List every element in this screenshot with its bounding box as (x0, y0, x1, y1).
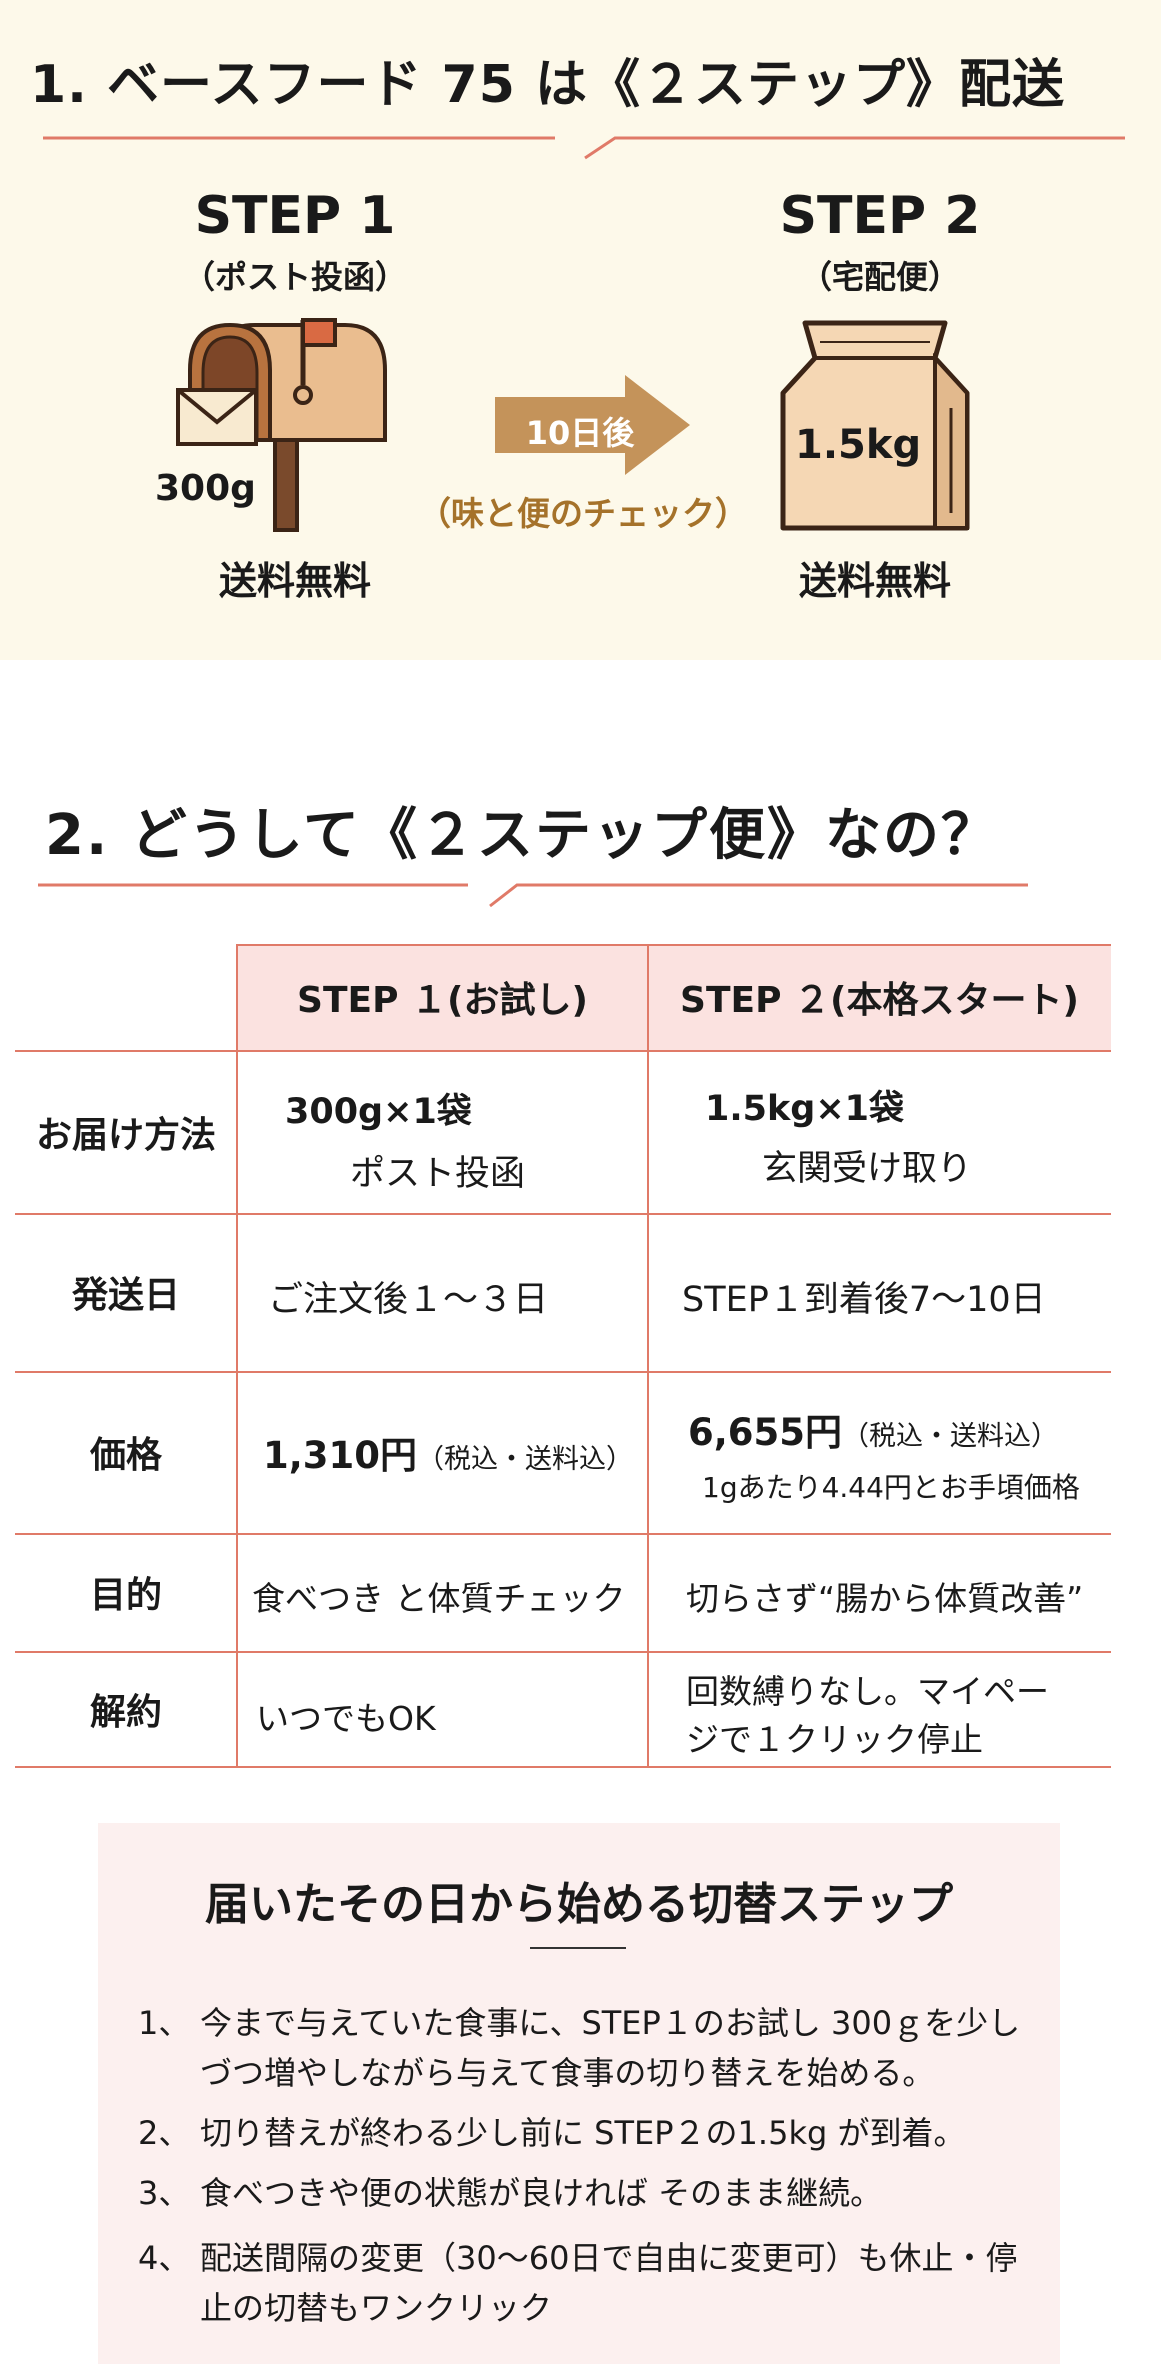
step2-title: STEP 2 (779, 186, 981, 246)
price-step2: 6,655円（税込・送料込） (688, 1402, 1058, 1456)
price-step2-per-gram: 1gあたり4.44円とお手頃価格 (702, 1471, 1080, 1504)
table-line (237, 944, 1111, 946)
delivery-step1-amount: 300g×1袋 (285, 1092, 472, 1132)
purpose-step1: 食べつき と体質チェック (252, 1579, 626, 1618)
list-item: 2、 切り替えが終わる少し前に STEP２の1.5kg が到着。 (138, 2114, 966, 2152)
row-label-purpose: 目的 (89, 1575, 162, 1616)
table-line (15, 1651, 1111, 1653)
list-item: 1、 今まで与えていた食事に、STEP１のお試し 300ｇを少しづつ増やしながら… (138, 2004, 1021, 2092)
section1-heading: 1. ベースフード 75 は《２ステップ》配送 (30, 55, 1066, 115)
step2-weight: 1.5kg (795, 422, 922, 468)
arrow-note: （味と便のチェック） (418, 494, 748, 533)
row-label-ship-date: 発送日 (71, 1275, 180, 1316)
section2-heading-underline (38, 883, 1028, 908)
heading-underline (43, 136, 1125, 160)
table-line (15, 1371, 1111, 1373)
delivery-overview-section: 1. ベースフード 75 は《２ステップ》配送 STEP 1 （ポスト投函） 3… (0, 0, 1161, 660)
price-step1-note: （税込・送料込） (417, 1444, 634, 1475)
food-bag-icon (780, 320, 970, 531)
price-step2-note: （税込・送料込） (842, 1421, 1059, 1452)
ship-date-step1: ご注文後１〜３日 (268, 1280, 549, 1320)
purpose-step2: 切らさず“腸から体質改善” (686, 1579, 1084, 1618)
mailbox-icon (176, 318, 387, 532)
table-line (15, 1050, 1111, 1052)
section2-heading: 2. どうして《２ステップ便》なの？ (45, 803, 1000, 868)
cancel-step2-line1: 回数縛りなし。マイペー (686, 1672, 1049, 1711)
arrow-label: 10日後 (525, 414, 635, 452)
step1-title: STEP 1 (194, 186, 396, 246)
step2-shipping-free: 送料無料 (798, 559, 951, 603)
table-header-step2: STEP ２(本格スタート) (648, 944, 1111, 1050)
table-line (15, 1766, 1111, 1768)
step2-subtitle: （宅配便） (799, 258, 960, 296)
row-label-price: 価格 (89, 1435, 162, 1476)
step1-weight: 300g (155, 468, 256, 509)
step1-subtitle: （ポスト投函） (182, 258, 407, 296)
box-title: 届いたその日から始める切替ステップ (205, 1879, 953, 1930)
switching-steps-box: 届いたその日から始める切替ステップ 1、 今まで与えていた食事に、STEP１のお… (98, 1823, 1060, 2364)
list-item: 3、 食べつきや便の状態が良ければ そのまま継続。 (138, 2174, 883, 2212)
cancel-step1: いつでもOK (256, 1699, 436, 1738)
step1-shipping-free: 送料無料 (218, 559, 371, 603)
cancel-step2-line2: ジで１クリック停止 (686, 1720, 983, 1759)
delivery-step2-amount: 1.5kg×1袋 (705, 1089, 905, 1129)
table-line (647, 944, 649, 1767)
table-header-step1: STEP １(お試し) (237, 944, 648, 1050)
row-label-cancel: 解約 (89, 1692, 162, 1733)
row-label-delivery: お届け方法 (35, 1114, 216, 1156)
table-line (15, 1213, 1111, 1215)
list-item: 4、 配送間隔の変更（30〜60日で自由に変更可）も休止・停止の切替もワンクリッ… (138, 2239, 1018, 2327)
price-step2-amount: 6,655円 (688, 1411, 843, 1454)
table-line (236, 944, 238, 1767)
table-line (15, 1533, 1111, 1535)
arrow-icon (495, 375, 690, 475)
delivery-step2-method: 玄関受け取り (762, 1149, 973, 1189)
delivery-step1-method: ポスト投函 (350, 1154, 526, 1194)
price-step1-amount: 1,310円 (263, 1434, 418, 1477)
box-title-rule (530, 1947, 626, 1949)
ship-date-step2: STEP１到着後7〜10日 (682, 1280, 1046, 1320)
price-step1: 1,310円（税込・送料込） (263, 1425, 633, 1479)
